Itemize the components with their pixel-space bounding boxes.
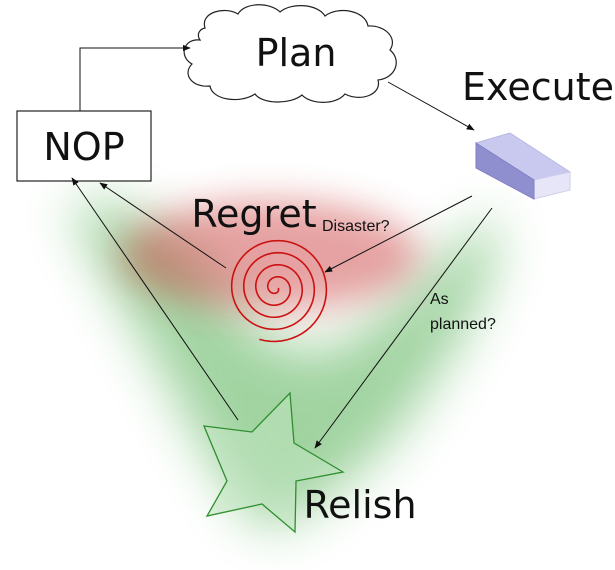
as-planned-label-line2: planned? <box>430 316 496 333</box>
cloud-icon <box>183 4 397 103</box>
nop-label: NOP <box>43 125 124 169</box>
box-3d-icon <box>474 132 572 200</box>
regret-node: Regret <box>191 192 328 343</box>
execute-node: Execute <box>462 65 614 200</box>
edge-nop-to-plan <box>79 44 191 111</box>
edge-plan-to-execute <box>387 81 475 131</box>
edge-relish-to-nop <box>71 177 239 421</box>
plan-label: Plan <box>256 31 337 75</box>
regret-label: Regret <box>191 192 316 236</box>
edge-regret-to-nop <box>99 182 227 269</box>
as-planned-label-line1: As <box>430 291 449 308</box>
nop-box <box>16 110 152 182</box>
star-icon <box>202 391 345 534</box>
edge-execute-to-regret <box>324 195 473 273</box>
edge-execute-to-relish <box>314 207 493 449</box>
nop-node: NOP <box>16 110 152 182</box>
execute-label: Execute <box>462 65 614 109</box>
disaster-label: Disaster? <box>322 218 390 235</box>
relish-label: Relish <box>303 483 416 527</box>
regret-glow <box>120 200 420 310</box>
relish-node: Relish <box>202 391 417 534</box>
edges <box>71 44 493 449</box>
regret-glow-shape <box>120 200 420 310</box>
spiral-icon <box>230 239 328 343</box>
plan-node: Plan <box>183 4 397 103</box>
